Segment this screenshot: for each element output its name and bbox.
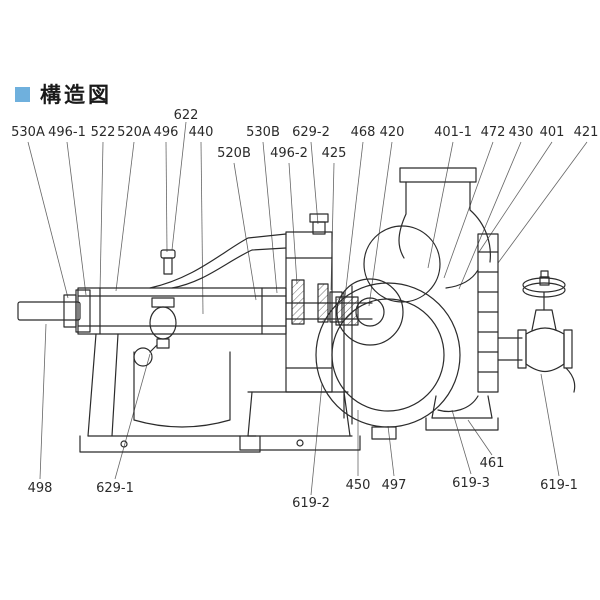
leader-line (368, 141, 393, 307)
leader-line (66, 141, 87, 296)
part-label: 619-3 (452, 476, 490, 491)
section-bullet-icon (15, 86, 30, 102)
leader-line (310, 383, 323, 496)
part-label: 425 (321, 146, 347, 161)
part-label: 619-1 (540, 478, 578, 493)
leader-line (427, 141, 454, 269)
leader-line (200, 141, 204, 315)
part-label: 401-1 (434, 125, 472, 140)
part-label: 520B (217, 146, 251, 161)
pump-shaft (17, 289, 91, 333)
leader-line (467, 419, 493, 456)
section-header: 構造図 (15, 79, 112, 109)
leader-line (233, 162, 257, 301)
part-label: 497 (381, 478, 407, 493)
part-label: 472 (480, 125, 506, 140)
bearing-housing (77, 233, 287, 335)
leader-line (478, 141, 553, 253)
leader-line (27, 141, 69, 299)
oiler (133, 297, 177, 367)
leader-line (451, 409, 472, 475)
part-label: 496-1 (48, 125, 86, 140)
leader-line (115, 141, 135, 292)
casing-support-foot (425, 395, 499, 431)
leader-line (39, 323, 47, 480)
volute-casing (315, 225, 461, 440)
part-label: 468 (350, 125, 376, 140)
leader-line (310, 141, 319, 225)
leader-line (387, 425, 395, 477)
part-label: 530A (11, 125, 45, 140)
part-label: 496-2 (270, 146, 308, 161)
leader-line (99, 141, 104, 293)
leader-line (288, 162, 298, 285)
leader-line (262, 141, 278, 294)
part-label: 530B (246, 125, 280, 140)
leader-line (114, 353, 151, 480)
base-frame (79, 333, 361, 453)
part-label: 522 (90, 125, 116, 140)
part-label: 420 (379, 125, 405, 140)
leader-line (540, 373, 560, 477)
leader-line (458, 141, 522, 290)
leader-line (443, 141, 494, 279)
part-label: 430 (508, 125, 534, 140)
leader-lines (27, 121, 588, 496)
leader-line (171, 121, 187, 251)
discharge-gate-valve (497, 270, 576, 393)
part-label: 629-2 (292, 125, 330, 140)
part-label: 461 (479, 456, 505, 471)
part-label: 496 (153, 125, 179, 140)
page-title: 構造図 (40, 83, 112, 107)
part-label: 622 (173, 108, 199, 123)
part-label: 629-1 (96, 481, 134, 496)
part-label: 440 (188, 125, 214, 140)
casing-upper-body (398, 167, 499, 413)
part-label: 498 (27, 481, 53, 496)
vent-plug (160, 249, 176, 275)
part-label: 619-2 (292, 496, 330, 511)
part-label: 401 (539, 125, 565, 140)
part-label: 520A (117, 125, 151, 140)
leader-line (165, 141, 168, 253)
part-label: 421 (573, 125, 599, 140)
part-label: 450 (345, 478, 371, 493)
leader-line (344, 141, 364, 298)
leader-line (497, 141, 588, 264)
